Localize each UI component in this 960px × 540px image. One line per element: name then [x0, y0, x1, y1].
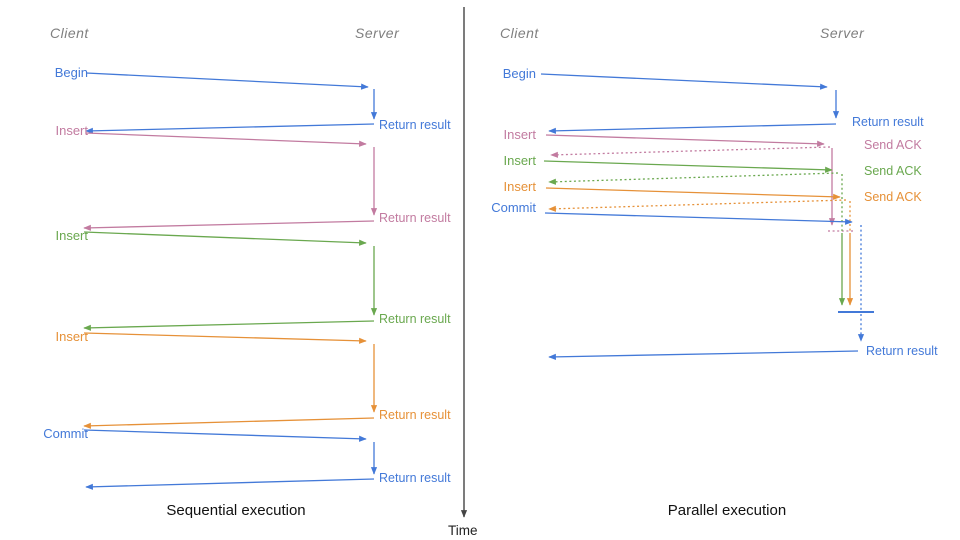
par-send-ack-3: Send ACK — [864, 190, 922, 204]
seq-commit-flow — [83, 429, 378, 490]
seq-insert1-flow — [83, 132, 378, 231]
seq-op-insert3-label: Insert — [55, 329, 88, 344]
right-server-header: Server — [820, 25, 865, 41]
par-op-begin-label: Begin — [502, 66, 536, 81]
par-send-ack-2: Send ACK — [864, 164, 922, 178]
seq-op-insert1-label: Insert — [55, 123, 88, 138]
par-send-ack-1: Send ACK — [864, 138, 922, 152]
par-op-commit-label: Commit — [491, 200, 536, 215]
par-final-return-result: Return result — [866, 344, 938, 358]
par-insert1-flow — [545, 134, 853, 232]
par-op-insert3-label: Insert — [503, 179, 536, 194]
seq-return-result-3: Return result — [379, 312, 451, 326]
seq-op-commit-label: Commit — [43, 426, 88, 441]
seq-return-result-4: Return result — [379, 408, 451, 422]
par-insert2-flow — [543, 160, 846, 306]
left-client-header: Client — [50, 25, 89, 41]
par-begin-flow — [540, 73, 840, 134]
seq-return-result-2: Return result — [379, 211, 451, 225]
seq-begin-flow — [85, 72, 378, 134]
par-op-insert2-label: Insert — [503, 153, 536, 168]
par-return-result-begin: Return result — [852, 115, 924, 129]
par-insert3-flow — [545, 187, 854, 306]
seq-return-result-5: Return result — [379, 471, 451, 485]
seq-return-result-1: Return result — [379, 118, 451, 132]
seq-insert3-flow — [83, 332, 378, 429]
time-axis-label: Time — [448, 523, 478, 538]
right-panel-title: Parallel execution — [667, 502, 787, 519]
par-op-insert1-label: Insert — [503, 127, 536, 142]
seq-op-insert2-label: Insert — [55, 228, 88, 243]
seq-insert2-flow — [83, 231, 378, 331]
par-commit-flow — [544, 212, 874, 360]
seq-op-begin-label: Begin — [54, 65, 88, 80]
right-client-header: Client — [500, 25, 539, 41]
left-server-header: Server — [355, 25, 400, 41]
left-panel-title: Sequential execution — [166, 502, 306, 519]
